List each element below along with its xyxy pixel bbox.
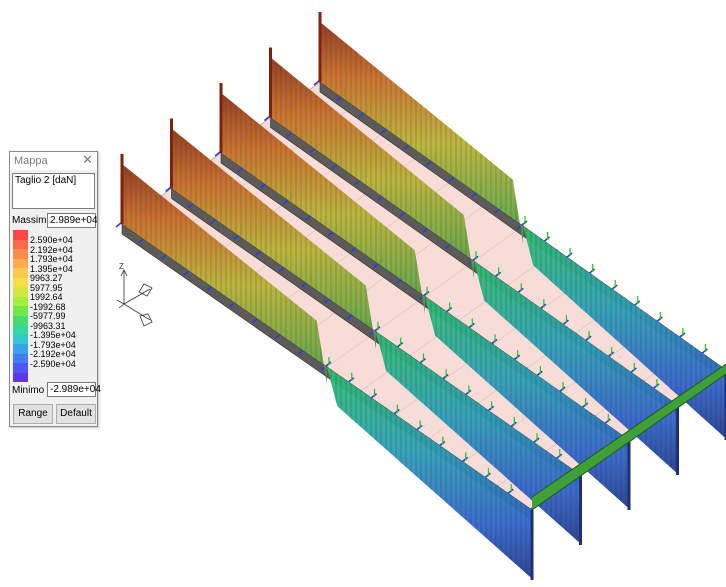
range-button[interactable]: Range [13,404,53,424]
default-button[interactable]: Default [56,404,96,424]
legend-value: 1992.64 [30,292,63,302]
min-label: Minimo [12,385,45,396]
legend-swatch [13,325,28,335]
legend-swatch [13,353,28,363]
legend-value: -5977.99 [30,311,66,321]
legend-swatch [13,239,28,249]
legend-value: 9963.27 [30,273,63,283]
legend-swatch [13,249,28,259]
shear-diagram [120,154,534,580]
panel-titlebar[interactable]: Mappa ✕ [10,152,97,170]
legend-swatch [13,372,28,382]
legend-swatch [13,296,28,306]
end-crossbeam [531,363,726,511]
legend-value: 2.590e+04 [30,235,73,245]
close-icon[interactable]: ✕ [82,152,93,167]
legend-swatches [13,230,28,382]
legend-swatch [13,287,28,297]
shear-diagram [219,83,631,510]
legend-value: 1.395e+04 [30,263,73,274]
legend-swatch [13,230,28,240]
legend-swatch [13,268,28,278]
shear-diagram [170,118,582,545]
min-value-field[interactable]: -2.989e+04 [47,382,101,397]
legend-swatch [13,344,28,354]
legend-swatch [13,277,28,287]
color-map-panel: Mappa ✕ Taglio 2 [daN] Massimo 2.989e+04… [9,151,101,427]
legend-swatch [13,258,28,268]
legend-value: 2.192e+04 [30,244,73,255]
legend-value: -1.395e+04 [30,330,76,340]
z-axis-label: Z [119,262,124,271]
legend-value: 5977.95 [30,282,63,293]
max-label: Massimo [12,215,53,226]
shear-diagram [269,47,679,475]
legend-swatch [13,306,28,316]
legend-swatch [13,363,28,373]
shear-diagram [318,12,726,440]
shear-diagrams [120,12,726,580]
legend-swatch [13,334,28,344]
axis-triad: Z [116,262,153,327]
legend-value: -1.793e+04 [30,339,76,350]
legend-value: -2.192e+04 [30,349,76,359]
panel-title: Mappa [14,155,48,167]
legend-value: 1.793e+04 [30,254,73,264]
legend-value: -9963.31 [30,320,66,331]
legend-value: -1992.68 [30,301,66,312]
legend-value: -2.590e+04 [30,358,76,369]
quantity-field[interactable]: Taglio 2 [daN] [12,173,95,209]
max-value-field[interactable]: 2.989e+04 [47,213,98,228]
legend-swatch [13,315,28,325]
